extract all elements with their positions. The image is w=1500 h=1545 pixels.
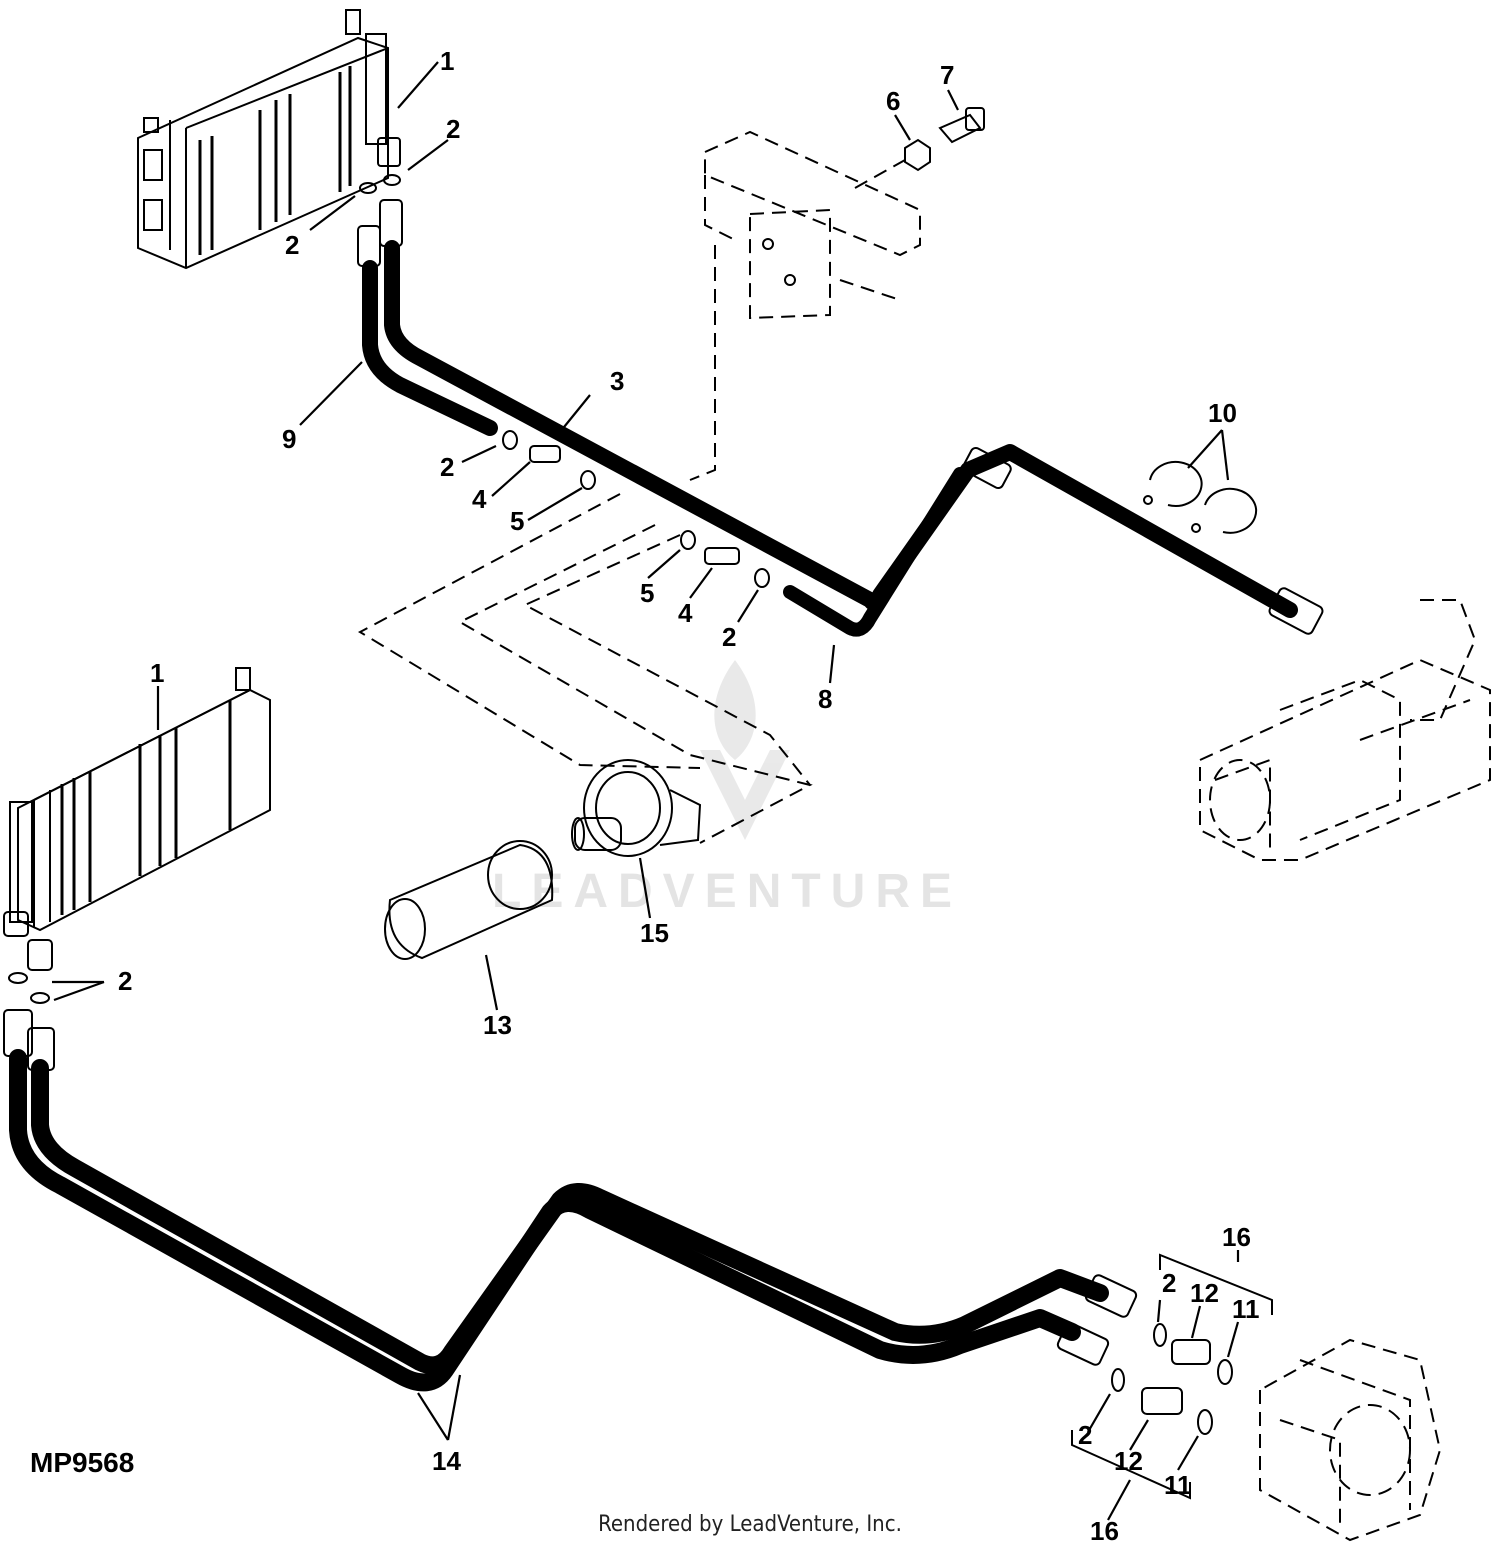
callout-12-upper: 12: [1190, 1278, 1219, 1308]
callout-2-upper-right: 2: [446, 114, 460, 144]
callout-8: 8: [818, 684, 832, 714]
callout-4-b: 4: [678, 598, 693, 628]
callout-7: 7: [940, 60, 954, 90]
callout-2-upper-left: 2: [285, 230, 299, 260]
callout-10: 10: [1208, 398, 1237, 428]
upper-oil-cooler: [137, 9, 401, 270]
callout-11-lower: 11: [1164, 1470, 1192, 1500]
inline-fittings-lower: [1071, 1253, 1273, 1500]
callout-13: 13: [483, 1010, 512, 1040]
callout-1-upper: 1: [440, 46, 454, 76]
filter-head: [571, 759, 702, 857]
oil-filter: [384, 840, 554, 960]
callout-3: 3: [610, 366, 624, 396]
callout-2-set-lower: 2: [1078, 1420, 1092, 1450]
callout-4-a: 4: [472, 484, 487, 514]
inline-fittings-upper: [502, 430, 770, 588]
snap-rings: [1143, 460, 1258, 534]
callout-14: 14: [432, 1446, 461, 1476]
callout-5-a: 5: [510, 506, 524, 536]
mounting-bracket: [689, 107, 985, 481]
watermark-text: LEADVENTURE: [492, 865, 962, 918]
leader-lines: [52, 61, 1240, 1521]
upper-hoses: [362, 240, 1324, 637]
pump-housing-lower: [1259, 1338, 1442, 1542]
callout-12-lower: 12: [1114, 1446, 1143, 1476]
callout-11-upper: 11: [1232, 1294, 1260, 1324]
callout-15: 15: [640, 918, 669, 948]
callout-6: 6: [886, 86, 900, 116]
lower-hoses: [9, 1049, 1138, 1392]
callout-2-fitting-a: 2: [440, 452, 454, 482]
callout-16-lower: 16: [1090, 1516, 1119, 1545]
callout-2-lower: 2: [118, 966, 132, 996]
transmission-housing-upper: [1199, 599, 1491, 861]
callouts: 1 2 2 6 7 9 3 2 4 5 10 5 4 2 8 1 2 13 15…: [30, 46, 1260, 1545]
filter-lines: [357, 493, 813, 844]
callout-5-b: 5: [640, 578, 654, 608]
callout-16-upper: 16: [1222, 1222, 1251, 1252]
leadventure-watermark: LEADVENTURE: [492, 660, 962, 918]
callout-9: 9: [282, 424, 296, 454]
callout-1-lower: 1: [150, 658, 164, 688]
lower-oil-cooler: [3, 667, 271, 971]
figure-id: MP9568: [30, 1447, 134, 1478]
callout-2-fitting-b: 2: [722, 622, 736, 652]
callout-2-set-upper: 2: [1162, 1268, 1176, 1298]
footer-credit: Rendered by LeadVenture, Inc.: [598, 1512, 902, 1537]
